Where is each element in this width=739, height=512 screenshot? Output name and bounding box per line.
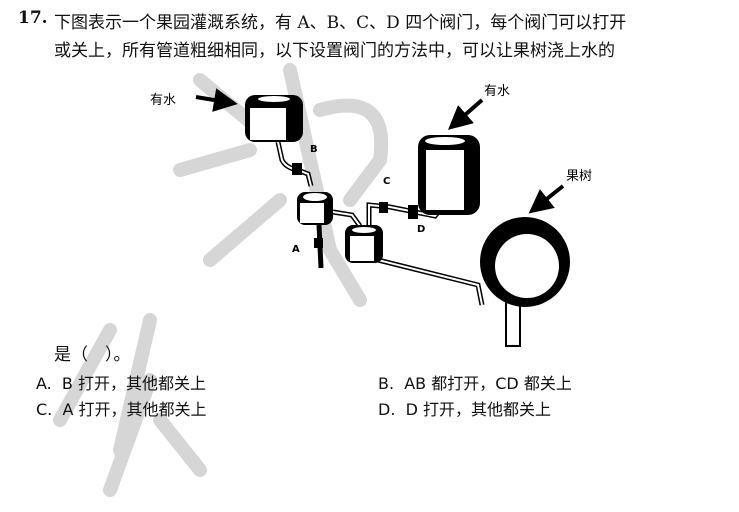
- tank-right: [418, 135, 480, 215]
- label-water-right: 有水: [484, 84, 510, 99]
- option-text: A 打开，其他都关上: [62, 400, 207, 419]
- option-text: AB 都打开，CD 都关上: [404, 374, 572, 393]
- valve-b: [292, 163, 302, 175]
- question-line-2: 或关上，所有管道粗细相同，以下设置阀门的方法中，可以让果树浇上水的: [54, 41, 615, 61]
- valve-b-label: B: [310, 144, 318, 155]
- arrow-icon: [195, 88, 238, 112]
- fruit-tree: [480, 217, 570, 347]
- option-c[interactable]: C. A 打开，其他都关上: [36, 396, 206, 420]
- option-a[interactable]: A. B 打开，其他都关上: [36, 370, 206, 394]
- question-number: 17.: [18, 8, 48, 28]
- tank-middle-2: [345, 225, 383, 263]
- arrow-icon: [447, 98, 484, 130]
- valve-a: [314, 238, 323, 248]
- label-water-left: 有水: [150, 93, 176, 108]
- option-letter: D.: [378, 400, 396, 419]
- valve-a-label: A: [292, 244, 300, 255]
- label-tree: 果树: [566, 169, 592, 184]
- option-text: D 打开，其他都关上: [405, 400, 551, 419]
- tank-top-left: [245, 95, 303, 142]
- option-d[interactable]: D. D 打开，其他都关上: [378, 396, 551, 420]
- question-line-1: 下图表示一个果园灌溉系统，有 A、B、C、D 四个阀门，每个阀门可以打开: [54, 13, 627, 33]
- option-letter: C.: [36, 400, 53, 419]
- option-letter: B.: [378, 374, 395, 393]
- question-line-3: 是（ ）。: [54, 345, 131, 365]
- valve-d-label: D: [417, 224, 425, 235]
- tank-middle-1: [297, 192, 333, 225]
- valve-c: [379, 202, 388, 213]
- option-b[interactable]: B. AB 都打开，CD 都关上: [378, 370, 572, 394]
- option-text: B 打开，其他都关上: [61, 374, 206, 393]
- valve-d: [408, 205, 418, 219]
- valve-c-label: C: [383, 176, 390, 187]
- option-letter: A.: [36, 374, 52, 393]
- arrow-icon: [528, 184, 565, 214]
